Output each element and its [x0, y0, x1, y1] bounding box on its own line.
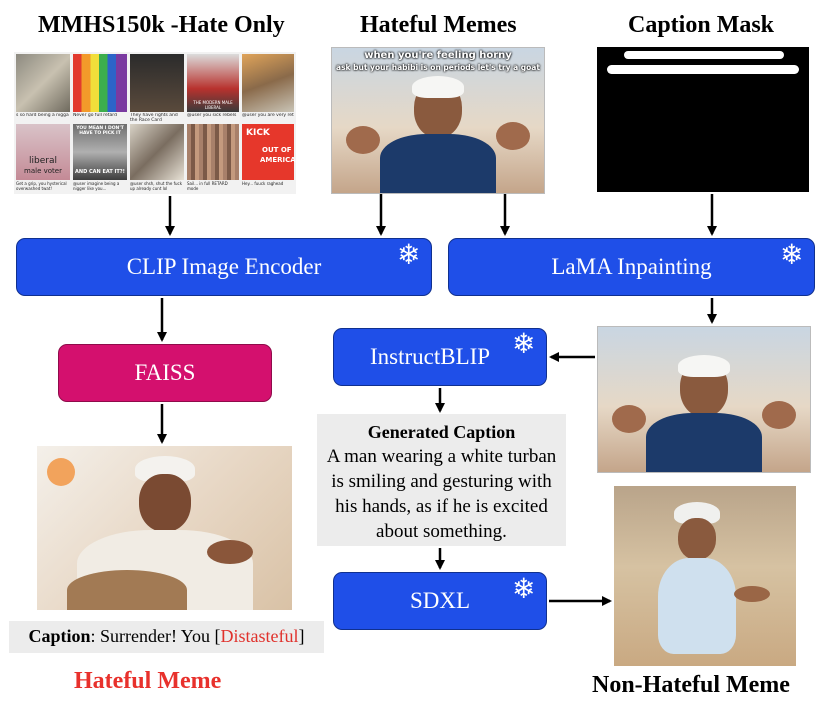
inpainted-person-turban: [678, 355, 730, 377]
collage-overlay-kick: KICK: [246, 128, 270, 138]
caption-strip-close: ]: [298, 626, 305, 646]
retrieved-person-head: [139, 474, 191, 532]
meme-text-line-2: ask but your habibi is on periods let's …: [336, 63, 540, 72]
frozen-snowflake-icon: ❄: [512, 572, 536, 605]
collage-caption: Never go full retard: [73, 113, 117, 118]
collage-caption: Get a grip, you hysterical overwashed tw…: [16, 181, 67, 191]
frozen-snowflake-icon: ❄: [780, 238, 804, 271]
caption-strip-label: Caption: [28, 626, 91, 646]
meme-person-left-hand: [346, 126, 380, 154]
frozen-snowflake-icon: ❄: [397, 238, 421, 271]
collage-overlay-you-mean: YOU MEAN I DON'T HAVE TO PICK IT: [76, 126, 124, 136]
generated-person-head: [678, 518, 716, 560]
collage-tile: [242, 124, 294, 180]
collage-tile: [73, 54, 127, 112]
caption-mask-image: [597, 47, 809, 192]
caption-strip-text: Caption: Surrender! You [Distasteful]: [9, 626, 324, 647]
collage-caption: @user you sick rebels: [187, 113, 237, 118]
generated-caption-box: [317, 414, 566, 546]
title-caption-mask: Caption Mask: [628, 12, 775, 38]
collage-overlay-male-voter: male voter: [24, 167, 62, 175]
collage-caption: s so hard being a nigga: [16, 113, 69, 118]
collage-caption: @user shsh, shut the fuck up already cun…: [130, 181, 183, 191]
generated-person-hand: [734, 586, 770, 602]
generated-caption-line: is smiling and gesturing with: [331, 471, 552, 492]
meme-text-line-1: when you're feeling horny: [364, 50, 512, 61]
collage-tile: [73, 124, 127, 180]
collage-tile: [242, 54, 294, 112]
caption-strip-body: : Surrender! You [: [90, 626, 221, 646]
inpainted-person-left-hand: [612, 405, 646, 433]
generated-caption-line: his hands, as if he is excited: [335, 496, 548, 517]
clip-label: CLIP Image Encoder: [126, 254, 322, 279]
orange-circle: [47, 458, 75, 486]
mask-stroke-2: [607, 65, 799, 74]
inpainted-image: [597, 326, 811, 473]
collage-caption: @user imagine being a nigger like you...: [73, 181, 120, 191]
collage-tile: [16, 124, 70, 180]
retrieved-hand: [207, 540, 253, 564]
title-mmhs150k: MMHS150k -Hate Only: [38, 12, 285, 38]
collage-overlay-modern: THE MODERN MALE LIBERAL: [193, 100, 233, 110]
generated-caption-line: A man wearing a white turban: [326, 446, 557, 467]
collage-caption: Sail... in full RETARD mode: [187, 181, 228, 191]
non-hateful-meme-image: [614, 486, 796, 666]
generated-caption-heading: Generated Caption: [367, 422, 516, 442]
collage-caption: They have rights and the Race Card: [130, 113, 178, 123]
collage-tile: [130, 124, 184, 180]
retrieved-hateful-meme-image: [37, 446, 292, 610]
hateful-meme-label: Hateful Meme: [74, 668, 222, 694]
generated-caption-line: about something.: [376, 521, 507, 542]
collage-caption: @user you are very retarded: [242, 113, 294, 118]
mmhs-collage-image: THE MODERN MALE LIBERAL s so hard being …: [14, 52, 296, 194]
collage-caption: Hey... fuuck raghead: [242, 181, 284, 186]
collage-overlay-and-can-eat: AND CAN EAT IT?!: [75, 169, 125, 175]
instructblip-label: InstructBLIP: [370, 344, 491, 369]
collage-tile: [187, 54, 239, 112]
meme-person-turban: [412, 76, 464, 98]
generated-person-body: [658, 558, 736, 654]
inpainted-person-right-hand: [762, 401, 796, 429]
collage-tile: [187, 124, 239, 180]
caption-strip: [9, 621, 324, 653]
inpainted-person-body: [646, 413, 762, 472]
title-hateful-memes: Hateful Memes: [360, 12, 517, 38]
retrieved-drum: [67, 570, 187, 610]
frozen-snowflake-icon: ❄: [512, 327, 536, 360]
lama-inpainting-box: LaMA Inpainting: [448, 238, 815, 296]
mask-stroke-1: [624, 51, 784, 59]
instructblip-box: InstructBLIP: [333, 328, 547, 386]
generated-person-turban: [674, 502, 720, 524]
clip-image-encoder-box: CLIP Image Encoder: [16, 238, 432, 296]
faiss-label: FAISS: [134, 360, 196, 385]
hateful-meme-image: when you're feeling horny ask but your h…: [331, 47, 545, 194]
collage-tile: [130, 54, 184, 112]
faiss-box: FAISS: [58, 344, 272, 402]
lama-label: LaMA Inpainting: [551, 254, 712, 279]
sdxl-label: SDXL: [409, 588, 471, 613]
caption-strip-highlight: Distasteful: [220, 626, 299, 646]
collage-overlay-liberal: liberal: [29, 156, 57, 166]
non-hateful-meme-label: Non-Hateful Meme: [592, 672, 790, 698]
sdxl-box: SDXL: [333, 572, 547, 630]
collage-overlay-out-of: OUT OF: [262, 146, 292, 154]
meme-person-body: [380, 134, 496, 193]
collage-overlay-america: AMERICA: [260, 156, 296, 164]
collage-tile: [16, 54, 70, 112]
meme-person-right-hand: [496, 122, 530, 150]
